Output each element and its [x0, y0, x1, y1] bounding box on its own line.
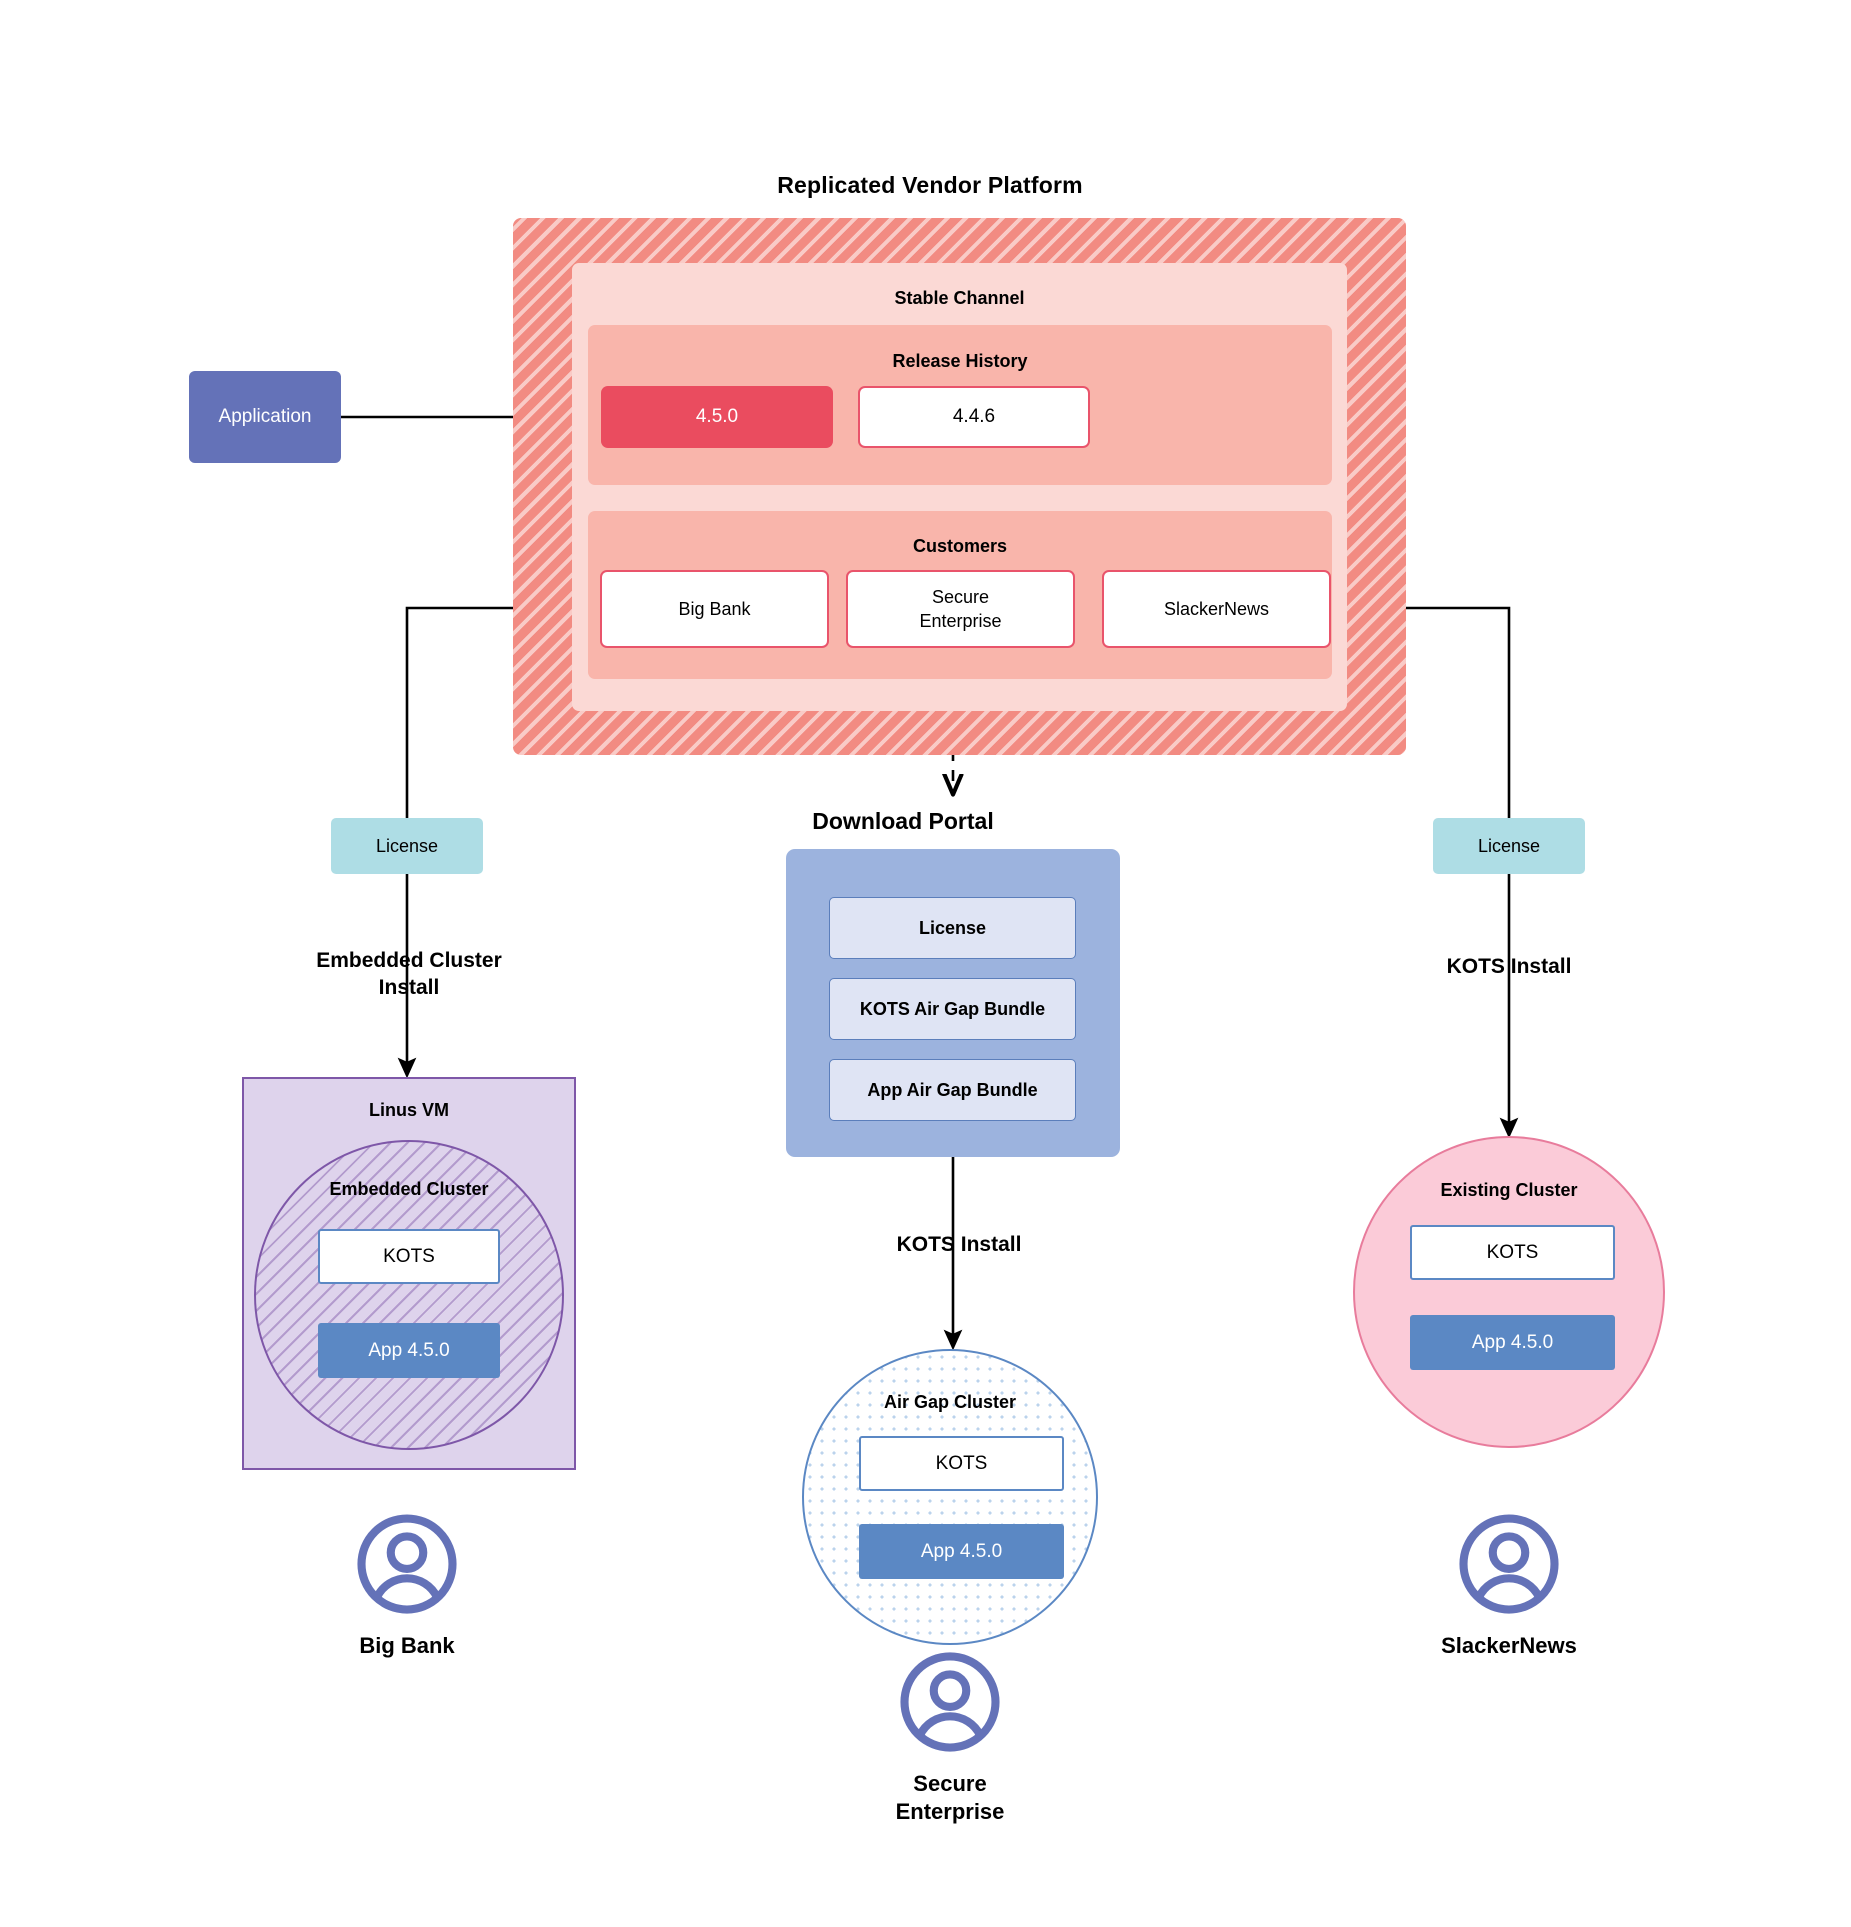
- install-label-kots-right: KOTS Install: [1446, 955, 1572, 978]
- air-gap-cluster-label: Air Gap Cluster: [883, 1392, 1017, 1412]
- portal-item-license[interactable]: License: [829, 897, 1076, 959]
- application-node[interactable]: Application: [189, 371, 341, 463]
- user-avatar-icon: [357, 1514, 457, 1614]
- kots-node-right[interactable]: KOTS: [1410, 1225, 1615, 1280]
- user-avatar-icon: [900, 1652, 1000, 1752]
- license-chip-right[interactable]: License: [1433, 818, 1585, 874]
- app-node-left[interactable]: App 4.5.0: [318, 1323, 500, 1378]
- customer-name-slackernews: SlackerNews: [1441, 1633, 1577, 1658]
- portal-item-kots-air-gap-bundle[interactable]: KOTS Air Gap Bundle: [829, 978, 1076, 1040]
- linux-vm-label: Linus VM: [369, 1100, 449, 1120]
- kots-node-left[interactable]: KOTS: [318, 1229, 500, 1284]
- release-version-previous[interactable]: 4.4.6: [858, 386, 1090, 448]
- install-label-kots-center: KOTS Install: [896, 1233, 1022, 1256]
- customer-slackernews[interactable]: SlackerNews: [1102, 570, 1331, 648]
- existing-cluster-label: Existing Cluster: [1440, 1180, 1578, 1200]
- release-version-current[interactable]: 4.5.0: [601, 386, 833, 448]
- air-gap-cluster-container: [802, 1349, 1098, 1645]
- existing-cluster-container: [1353, 1136, 1665, 1448]
- embedded-cluster-label: Embedded Cluster: [329, 1179, 489, 1199]
- stable-channel-label: Stable Channel: [894, 288, 1025, 308]
- portal-item-app-air-gap-bundle[interactable]: App Air Gap Bundle: [829, 1059, 1076, 1121]
- embedded-cluster-container: [254, 1140, 564, 1450]
- license-chip-left[interactable]: License: [331, 818, 483, 874]
- user-avatar-icon: [1459, 1514, 1559, 1614]
- customers-label: Customers: [912, 536, 1008, 556]
- customer-big-bank[interactable]: Big Bank: [600, 570, 829, 648]
- kots-node-center[interactable]: KOTS: [859, 1436, 1064, 1491]
- app-node-right[interactable]: App 4.5.0: [1410, 1315, 1615, 1370]
- app-node-center[interactable]: App 4.5.0: [859, 1524, 1064, 1579]
- vendor-platform-title: Replicated Vendor Platform: [777, 172, 1083, 198]
- customer-name-big-bank: Big Bank: [359, 1633, 455, 1658]
- release-history-label: Release History: [892, 351, 1028, 371]
- download-portal-title: Download Portal: [812, 808, 994, 834]
